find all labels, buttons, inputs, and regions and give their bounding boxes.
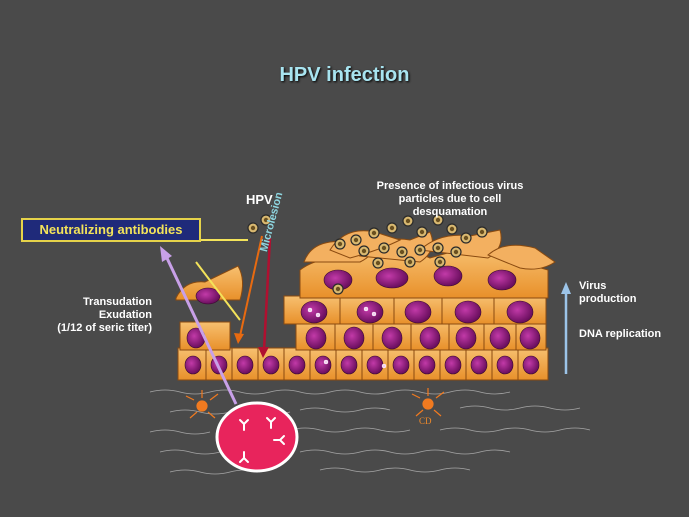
dna-replication-label: DNA replication <box>579 328 662 340</box>
transudation-label: Transudation Exudation (1/12 of seric ti… <box>40 296 152 335</box>
antibody-y-icon <box>239 417 285 463</box>
dendritic-cell-icon <box>185 388 445 419</box>
exudation-text: Exudation <box>98 309 152 321</box>
presence-line-2: particles due to cell <box>398 193 502 205</box>
hpv-label: HPV <box>246 192 273 207</box>
virus-production-label: Virus production <box>579 280 679 306</box>
neutralizing-arrows <box>195 235 272 358</box>
spinous-cell-layer <box>179 295 547 369</box>
transudation-arrow <box>160 246 238 405</box>
dermis-fibers <box>149 389 591 475</box>
cd-label: CD <box>419 416 432 426</box>
presence-label: Presence of infectious virus particles d… <box>370 180 530 219</box>
presence-line-3: desquamation <box>412 206 488 218</box>
basal-cell-layer <box>177 347 549 381</box>
virus-line-1: Virus <box>579 280 607 292</box>
presence-line-1: Presence of infectious virus <box>376 180 524 192</box>
neutralizing-antibodies-box: Neutralizing antibodies <box>21 218 201 242</box>
virus-line-2: production <box>579 293 637 305</box>
blood-vessel <box>215 401 299 473</box>
virus-production-arrow <box>561 282 571 374</box>
titer-text: (1/12 of seric titer) <box>57 322 152 334</box>
page-title: HPV infection <box>279 64 410 86</box>
transudation-text: Transudation <box>82 296 152 308</box>
